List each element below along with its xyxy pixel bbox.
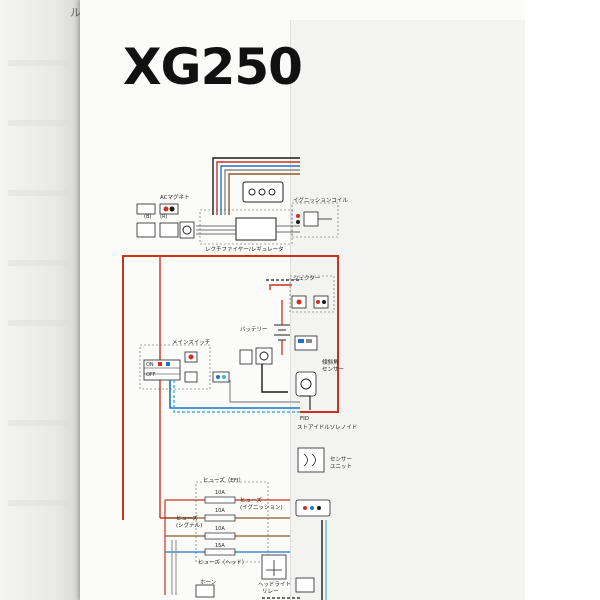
ghost-text-line: [8, 320, 70, 326]
label-ejector: ジェクター: [293, 276, 321, 282]
main-switch: [139, 344, 273, 390]
label-color-b: (B): [144, 214, 152, 220]
power-lines: [122, 255, 339, 520]
label-fid: FID: [300, 416, 310, 422]
ghost-text-line: [8, 420, 70, 426]
ghost-text-line: [8, 260, 70, 266]
signal-lines: [169, 364, 311, 413]
rectifier-regulator: [196, 209, 300, 245]
label-fuse-amp: 15A: [215, 543, 225, 549]
ignition-coil: [291, 202, 339, 238]
label-stide-solenoid: ストアイドルソレノイド: [297, 425, 358, 431]
label-lean-angle-sensor-1: 傾斜角: [322, 360, 339, 366]
label-battery: バッテリー: [240, 327, 268, 333]
page-title: XG250: [123, 38, 303, 96]
label-headlight-relay-2: リレー: [262, 589, 279, 595]
label-fuse-amp: 10A: [215, 526, 225, 532]
label-switch-on: ON: [146, 362, 154, 368]
sensor-unit: [295, 447, 331, 517]
label-sensor-unit-2: ユニット: [330, 464, 353, 470]
label-main-switch: メインスイッチ: [172, 340, 211, 346]
label-ignition-coil: イグニッションコイル: [293, 198, 348, 204]
background-right: [525, 0, 600, 600]
label-lean-angle-sensor-2: センサー: [322, 367, 345, 373]
label-fuse-ignition-1: ヒューズ: [240, 498, 262, 504]
label-fuse-amp: 10A: [215, 490, 225, 496]
ghost-text-line: [8, 60, 70, 66]
label-fuse-ignition-2: (イグニッション): [240, 505, 283, 511]
label-rectifier-regulator: レクチファイヤー/レギュレータ: [205, 247, 284, 253]
ghost-text-line: [8, 190, 70, 196]
label-fuse-signal-1: ヒューズ: [176, 516, 198, 522]
ac-magneto-connector: [242, 181, 284, 203]
top-harness: [212, 157, 300, 215]
ghost-text-line: [8, 120, 70, 126]
label-fuse-efi: ヒューズ（EFI）: [203, 478, 244, 484]
label-horn: ホーン: [200, 580, 217, 586]
label-headlight-relay-1: ヘッドライト: [258, 582, 292, 588]
label-fuse-head: ヒューズ（ヘッド）: [198, 560, 248, 566]
ejector-connectors: [289, 275, 335, 313]
label-fuse-signal-2: (シグナル): [176, 523, 203, 529]
ghost-text-line: [8, 500, 70, 506]
label-color-r: (R): [160, 214, 168, 220]
left-page: ルシ: [0, 0, 92, 600]
lean-angle-sensor: [294, 335, 318, 397]
magneto-terminals: [136, 203, 195, 239]
label-fuse-amp: 10A: [215, 508, 225, 514]
label-ac-magneto: ACマグネト: [160, 195, 190, 201]
horn-and-relay: [195, 520, 327, 600]
battery: [274, 300, 290, 355]
fuse-block: [160, 481, 290, 595]
label-sensor-unit-1: センサー: [330, 457, 353, 463]
label-switch-off: OFF: [146, 372, 156, 378]
